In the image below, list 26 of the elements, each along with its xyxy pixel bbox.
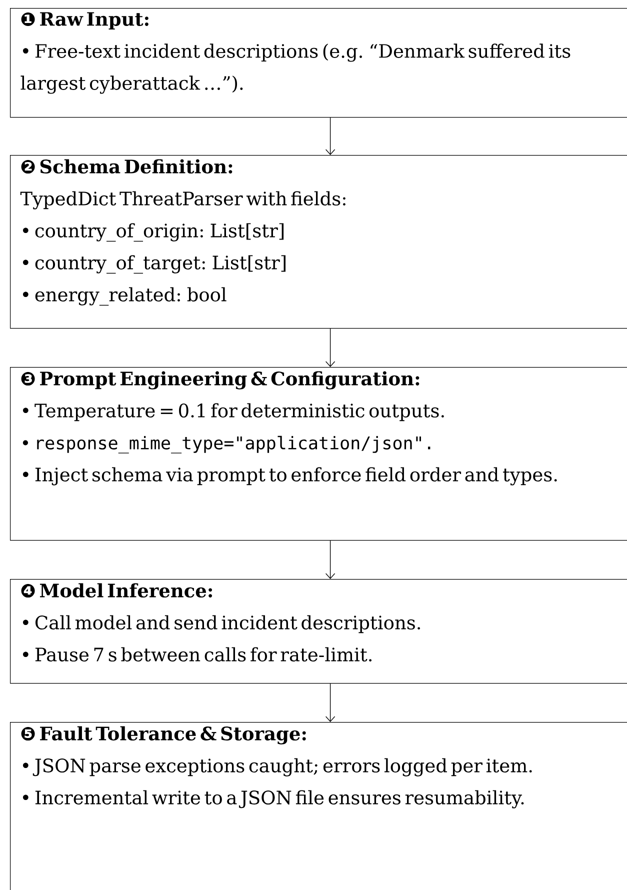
bullet-text: • response_mime_type="application/json". [22, 436, 430, 454]
bullet-text: • JSON parse exceptions caught; errors logged per item. [22, 758, 532, 776]
bullet-text: • country_of_target: List[str] [22, 255, 286, 274]
process-box [10, 8, 627, 118]
step-heading: ❷ Schema Definition: [21, 159, 232, 174]
bullet-text: • Call model and send incident descriptions. [22, 615, 420, 634]
process-box [10, 367, 627, 541]
arrow [325, 328, 336, 367]
arrow [325, 683, 336, 722]
process-box [10, 722, 627, 890]
arrow [325, 117, 336, 155]
bullet-text: • Free-text incident descriptions (e.g. “Denmark suffered its largest cyberattack …”). [20, 44, 570, 94]
bullet-text: • energy_related: bool [22, 287, 226, 306]
bullet-text: • Incremental write to a JSON file ensures resumability. [22, 790, 524, 808]
step-heading: ❹ Model Inference: [21, 583, 212, 598]
bullet-text: • country_of_origin: List[str] [22, 223, 284, 242]
process-box [10, 579, 627, 684]
bullet-text: • Inject schema via prompt to enforce field order and types. [22, 467, 557, 486]
step-heading: ❺ Fault Tolerance & Storage: [21, 726, 306, 744]
process-box [10, 155, 627, 329]
step-heading: ❶ Raw Input: [21, 12, 148, 30]
bullet-text: • Temperature = 0.1 for deterministic outputs. [22, 403, 444, 422]
bullet-text: • Pause 7 s between calls for rate-limit. [22, 647, 372, 662]
bullet-text: TypedDict ThreatParser with fields: [20, 191, 346, 210]
step-heading: ❸ Prompt Engineering & Configuration: [21, 371, 420, 390]
arrow [325, 540, 336, 579]
